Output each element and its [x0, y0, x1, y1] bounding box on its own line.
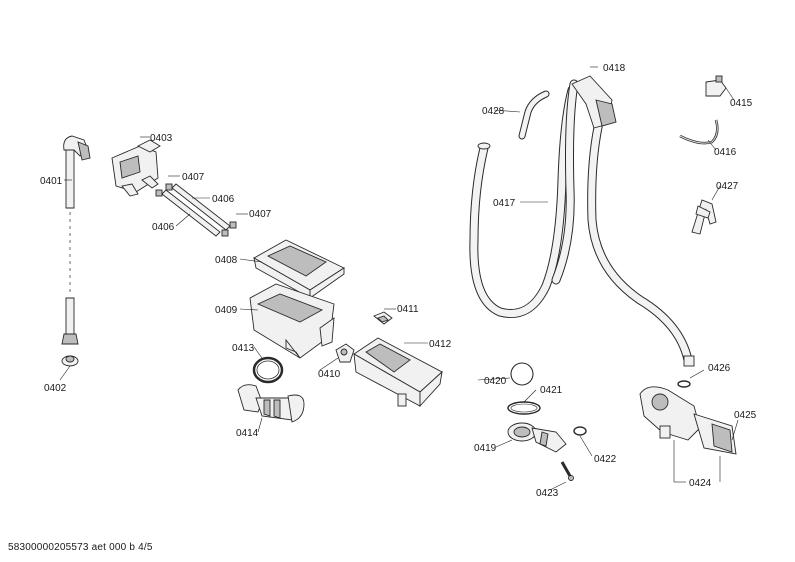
- part-label-0407-upper: 0407: [182, 172, 205, 183]
- part-label-0417: 0417: [493, 198, 516, 209]
- part-label-0414: 0414: [236, 428, 259, 439]
- part-label-0406-lower: 0406: [152, 222, 175, 233]
- part-label-0410: 0410: [318, 369, 341, 380]
- round-seal-part: [510, 362, 534, 386]
- drain-pump-part: [639, 386, 737, 455]
- small-connector-part: [335, 343, 355, 363]
- part-label-0409: 0409: [215, 305, 238, 316]
- leader-lines: [59, 66, 739, 491]
- dispenser-housing-part: [249, 283, 335, 359]
- part-label-0424: 0424: [689, 478, 712, 489]
- part-label-0427: 0427: [716, 181, 739, 192]
- part-label-0406-upper: 0406: [212, 194, 235, 205]
- pressure-sensor-part: [705, 75, 727, 97]
- part-label-0422: 0422: [594, 454, 617, 465]
- bellows-hose-part: [237, 384, 305, 423]
- part-label-0403: 0403: [150, 133, 173, 144]
- hose-nut-part: [61, 355, 79, 367]
- inlet-valve-part: [111, 139, 161, 197]
- part-label-0423: 0423: [536, 488, 559, 499]
- part-label-0407-lower: 0407: [249, 209, 272, 220]
- part-label-0412: 0412: [429, 339, 452, 350]
- short-hose-part: [518, 90, 550, 140]
- part-label-0416: 0416: [714, 147, 737, 158]
- part-label-0420: 0420: [484, 376, 507, 387]
- part-label-0421: 0421: [540, 385, 563, 396]
- part-label-0402: 0402: [44, 383, 67, 394]
- latch-part: [373, 311, 393, 325]
- document-footer: 58300000205573 aet 000 b 4/5: [8, 542, 153, 553]
- part-label-0401: 0401: [40, 176, 63, 187]
- part-label-0426: 0426: [708, 363, 731, 374]
- screw-part: [560, 461, 574, 481]
- part-label-0413: 0413: [232, 343, 255, 354]
- part-label-0425: 0425: [734, 410, 757, 421]
- part-label-0411: 0411: [397, 304, 419, 315]
- part-label-0428: 0428: [482, 106, 505, 117]
- clip-part: [155, 183, 237, 237]
- detergent-drawer-part: [353, 337, 443, 408]
- part-label-0418: 0418: [603, 63, 626, 74]
- part-label-0419: 0419: [474, 443, 497, 454]
- hose-bracket-part: [691, 199, 717, 235]
- drain-hose-part: [469, 85, 577, 318]
- part-label-0415: 0415: [730, 98, 753, 109]
- part-label-0408: 0408: [215, 255, 238, 266]
- small-clamp-part: [573, 426, 587, 436]
- hose-clamp-part: [677, 380, 691, 388]
- connector-hose-part: [161, 183, 231, 237]
- dispenser-cover-part: [253, 239, 345, 299]
- seal-ring-part: [252, 356, 284, 384]
- pump-hose-part: [551, 75, 695, 367]
- clamp-ring-part: [507, 401, 541, 415]
- cable-part: [679, 119, 719, 145]
- sump-hose-part: [507, 422, 567, 453]
- inlet-hose-part: [61, 135, 91, 345]
